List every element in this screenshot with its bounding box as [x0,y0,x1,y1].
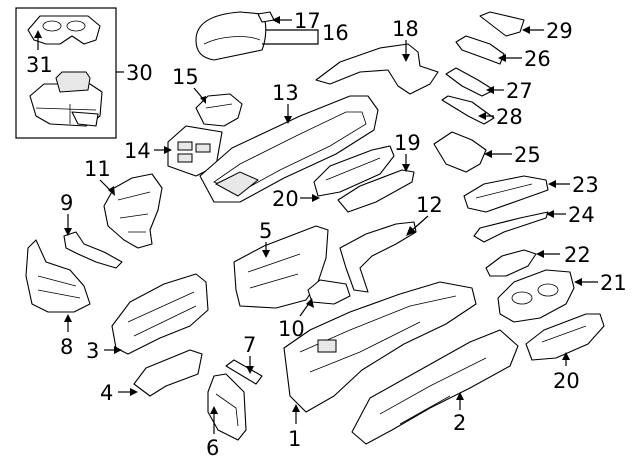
callout-17: 17 [294,9,321,33]
part-3-trim-panel [111,273,209,355]
part-1-console-base [283,281,477,413]
callout-27: 27 [506,79,533,103]
callout-22: 22 [564,243,591,267]
part-15-bezel [195,93,243,127]
callout-28: 28 [496,105,523,129]
callout-19: 19 [394,131,421,155]
part-22-trim [485,249,537,277]
part-19-tray [337,169,415,213]
callout-10: 10 [278,317,305,341]
part-2-floor-bracket [351,329,519,445]
part-26-bracket [455,35,505,65]
callout-15: 15 [172,65,199,89]
callout-14: 14 [124,139,151,163]
callout-13: 13 [272,81,299,105]
inset-box [15,7,117,139]
part-4-trim-piece [133,349,203,397]
part-28-trim-strip [441,95,495,125]
part-29-top-pad [479,11,525,37]
callout-5: 5 [259,219,272,243]
callout-labels: 1 2 3 4 5 6 7 8 9 10 11 12 13 14 15 16 1… [26,9,627,460]
part-20-upper-insert [313,145,395,197]
callout-24: 24 [568,203,595,227]
callout-1: 1 [288,427,301,451]
callout-16: 16 [322,21,349,45]
part-16-armrest-lid [195,11,267,61]
callout-25: 25 [514,143,541,167]
callout-4: 4 [100,381,113,405]
callout-26: 26 [524,47,551,71]
part-30-cupholder-assembly [29,71,103,127]
part-13-console-top [199,95,379,203]
callout-12: 12 [416,193,443,217]
callout-2: 2 [453,411,466,435]
part-20-lower-bezel [525,313,605,361]
callout-20-lower: 20 [553,369,580,393]
part-25-bracket [433,131,487,173]
part-24-seal-strip [473,211,549,243]
callout-3: 3 [86,339,99,363]
part-23-tray [463,175,549,213]
callout-31: 31 [26,53,53,77]
leader-lines [34,16,598,434]
part-8-side-panel [25,239,91,313]
callout-29: 29 [546,19,573,43]
part-12-bracket [339,221,417,293]
callout-21: 21 [600,271,627,295]
callout-6: 6 [206,436,219,460]
part-6-trim-panel [207,373,247,441]
callout-8: 8 [60,335,73,359]
callout-7: 7 [243,333,256,357]
part-11-bracket [103,173,163,249]
callout-23: 23 [572,173,599,197]
part-7-clip [225,359,263,385]
part-31-cupholder-insert [27,15,101,45]
callout-18: 18 [392,17,419,41]
callout-9: 9 [60,191,73,215]
part-18-side-trim [315,43,439,95]
callout-20-upper: 20 [272,187,299,211]
part-27-trim-strip [445,67,495,97]
part-9-bracket [63,231,123,269]
callout-30: 30 [126,61,153,85]
part-21-cupholder [497,269,575,323]
callout-11: 11 [84,157,111,181]
